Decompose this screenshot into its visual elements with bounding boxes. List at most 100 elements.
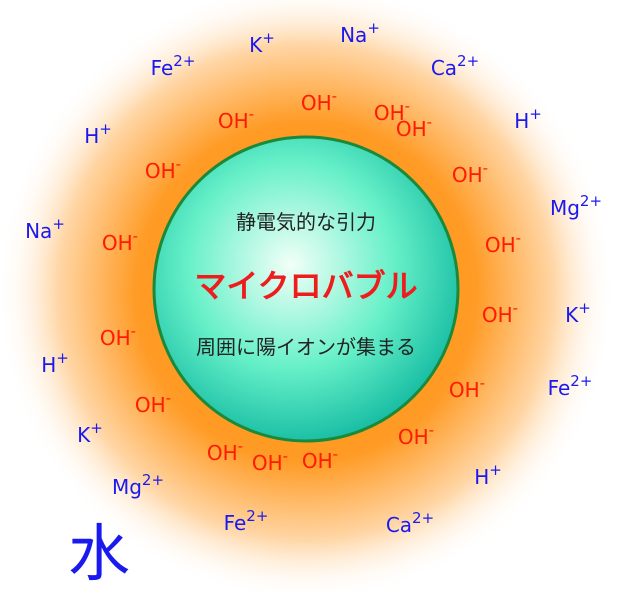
hydroxide-ion-charge: - — [166, 389, 171, 407]
hydroxide-ion-symbol: OH — [207, 441, 238, 465]
hydroxide-ion-charge: - — [238, 437, 243, 455]
hydroxide-ion-charge: - — [513, 299, 518, 317]
cation-ion-ring: K+Na+Fe2+Ca2+H+H+Mg2+Na+K+H+Fe2+K+H+Mg2+… — [25, 19, 602, 537]
hydroxide-ion-symbol: OH — [482, 303, 513, 327]
cation-ion-charge: + — [367, 19, 380, 37]
cation-ion-charge: + — [489, 461, 502, 479]
water-label: 水 — [68, 517, 130, 590]
cation-ion-symbol: Na — [25, 219, 52, 243]
hydroxide-ion-charge: - — [131, 322, 136, 340]
cation-ion: H+ — [514, 105, 542, 133]
cation-ion-charge: + — [262, 29, 275, 47]
cation-ion-charge: + — [578, 299, 591, 317]
hydroxide-ion-symbol: OH — [396, 117, 427, 141]
cation-ion: Na+ — [25, 215, 65, 243]
cation-ion-charge: + — [52, 215, 65, 233]
hydroxide-ion-symbol: OH — [374, 101, 405, 125]
microbubble-sphere — [152, 135, 460, 443]
hydroxide-ion-symbol: OH — [398, 425, 429, 449]
cation-ion: Na+ — [340, 19, 380, 47]
cation-ion-charge: + — [529, 105, 542, 123]
hydroxide-ion: OH- — [100, 322, 136, 350]
hydroxide-ion: OH- — [301, 87, 337, 115]
hydroxide-ion: OH- — [135, 389, 171, 417]
hydroxide-ion-symbol: OH — [452, 163, 483, 187]
hydroxide-ion-charge: - — [483, 159, 488, 177]
hydroxide-ion-charge: - — [427, 113, 432, 131]
cation-ion: H+ — [41, 349, 69, 377]
cation-ion-charge: 2+ — [142, 471, 164, 489]
hydroxide-ion-symbol: OH — [100, 326, 131, 350]
cation-ion-symbol: H — [84, 124, 99, 148]
hydroxide-ion-symbol: OH — [302, 449, 333, 473]
cation-ion-symbol: K — [565, 303, 579, 327]
cation-ion-symbol: H — [474, 465, 489, 489]
hydroxide-ion-charge: - — [333, 445, 338, 463]
hydroxide-ion-symbol: OH — [218, 109, 249, 133]
hydroxide-ion: OH- — [485, 229, 521, 257]
cation-ion-charge: 2+ — [580, 192, 602, 210]
hydroxide-ion-symbol: OH — [102, 231, 133, 255]
hydroxide-ion-charge: - — [133, 227, 138, 245]
hydroxide-ion: OH- — [207, 437, 243, 465]
hydroxide-ion-symbol: OH — [135, 393, 166, 417]
cation-ion-charge: 2+ — [457, 52, 479, 70]
cation-ion-charge: + — [99, 120, 112, 138]
cation-ion-symbol: H — [514, 109, 529, 133]
hydroxide-ion: OH- — [482, 299, 518, 327]
hydroxide-ion-charge: - — [249, 105, 254, 123]
hydroxide-ion: OH- — [396, 113, 432, 141]
cation-ion: Mg2+ — [550, 192, 602, 220]
cation-ion: Mg2+ — [112, 471, 164, 499]
bubble-bottom-caption: 周囲に陽イオンが集まる — [196, 335, 416, 359]
bubble-title: マイクロバブル — [194, 267, 417, 305]
cation-ion-charge: 2+ — [412, 509, 434, 527]
cation-ion: K+ — [565, 299, 591, 327]
hydroxide-ion-ring: OH-OH-OH-OH-OH-OH-OH-OH-OH-OH-OH-OH-OH-O… — [100, 87, 521, 475]
cation-ion: H+ — [84, 120, 112, 148]
hydroxide-ion: OH- — [252, 447, 288, 475]
cation-ion: Ca2+ — [386, 509, 434, 537]
hydroxide-ion-charge: - — [176, 155, 181, 173]
hydroxide-ion: OH- — [398, 421, 434, 449]
hydroxide-ion-charge: - — [516, 229, 521, 247]
hydroxide-ion-charge: - — [480, 374, 485, 392]
cation-ion-charge: + — [56, 349, 69, 367]
cation-ion-symbol: K — [249, 33, 263, 57]
cation-ion-charge: 2+ — [246, 507, 268, 525]
cation-ion-symbol: Fe — [151, 56, 174, 80]
cation-ion-charge: 2+ — [173, 52, 195, 70]
hydroxide-ion-symbol: OH — [301, 91, 332, 115]
hydroxide-ion: OH- — [374, 97, 410, 125]
cation-ion-symbol: Ca — [386, 513, 412, 537]
hydroxide-ion-symbol: OH — [252, 451, 283, 475]
cation-ion-symbol: Fe — [548, 376, 571, 400]
cation-ion-symbol: Fe — [224, 511, 247, 535]
hydroxide-ion-charge: - — [405, 97, 410, 115]
cation-ion: Ca2+ — [431, 52, 479, 80]
cation-ion: Fe2+ — [151, 52, 196, 80]
hydroxide-ion: OH- — [102, 227, 138, 255]
hydroxide-ion: OH- — [145, 155, 181, 183]
hydroxide-ion-symbol: OH — [449, 378, 480, 402]
cation-ion-symbol: Ca — [431, 56, 457, 80]
hydroxide-ion: OH- — [449, 374, 485, 402]
cation-ion: K+ — [249, 29, 275, 57]
cation-ion: K+ — [77, 419, 103, 447]
hydroxide-ion-symbol: OH — [145, 159, 176, 183]
cation-ion-symbol: Na — [340, 23, 367, 47]
cation-ion-charge: + — [90, 419, 103, 437]
cation-ion-symbol: Mg — [112, 475, 142, 499]
hydroxide-ion-charge: - — [283, 447, 288, 465]
hydroxide-ion-charge: - — [332, 87, 337, 105]
cation-ion-symbol: Mg — [550, 196, 580, 220]
hydroxide-ion-charge: - — [429, 421, 434, 439]
cation-ion: Fe2+ — [224, 507, 269, 535]
cation-ion-symbol: K — [77, 423, 91, 447]
hydroxide-ion-symbol: OH — [485, 233, 516, 257]
hydroxide-ion: OH- — [218, 105, 254, 133]
hydroxide-ion: OH- — [302, 445, 338, 473]
hydroxide-ion: OH- — [452, 159, 488, 187]
